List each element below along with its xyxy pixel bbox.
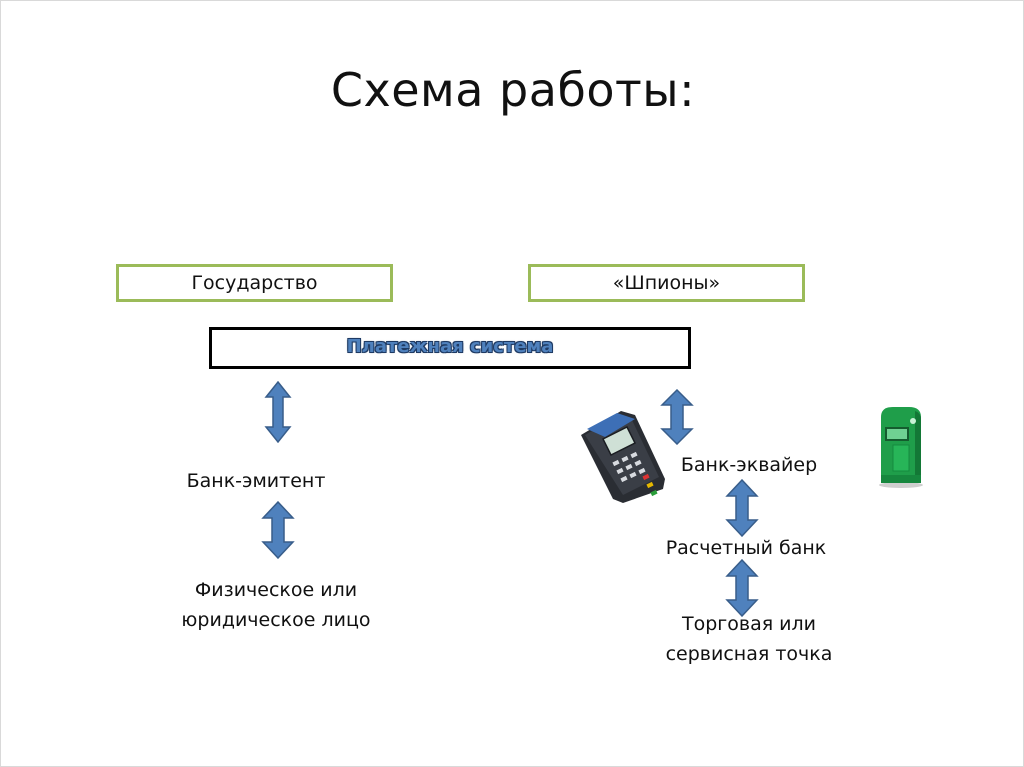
merchant-label-line1: Торговая или <box>681 613 817 635</box>
person-label-line1: Физическое или <box>194 579 358 601</box>
state-box: Государство <box>116 264 393 302</box>
double-arrow-icon <box>261 501 295 559</box>
payment-system-label: Платежная система <box>346 336 554 357</box>
double-arrow-icon <box>264 381 292 443</box>
double-arrow-icon <box>725 559 759 617</box>
state-label: Государство <box>191 272 318 294</box>
payment-system-box: Платежная система <box>209 327 691 369</box>
merchant-label-line2: сервисная точка <box>665 643 833 665</box>
acquirer-bank-label: Банк-эквайер <box>680 454 818 476</box>
spies-box: «Шпионы» <box>528 264 805 302</box>
double-arrow-icon <box>660 389 694 445</box>
double-arrow-icon <box>725 479 759 537</box>
settlement-bank-label: Расчетный банк <box>665 537 827 559</box>
spies-label: «Шпионы» <box>612 272 721 294</box>
payment-kiosk-icon <box>879 407 923 488</box>
slide-title: Схема работы: <box>330 63 696 117</box>
issuer-bank-label: Банк-эмитент <box>186 470 326 492</box>
pos-terminal-icon <box>581 411 665 503</box>
person-label-line2: юридическое лицо <box>181 609 371 631</box>
